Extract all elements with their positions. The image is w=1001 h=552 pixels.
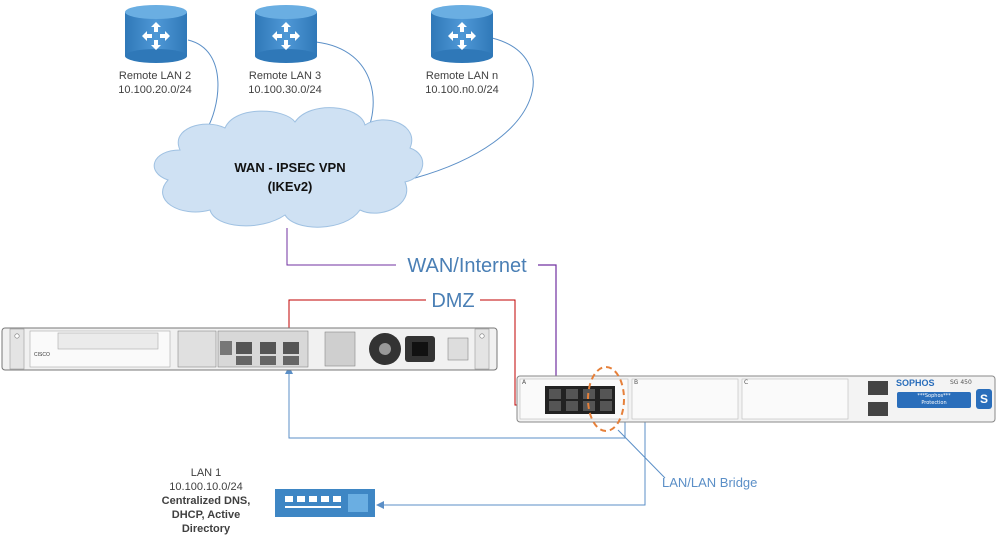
- sophos-display: ***Sophos***Protection: [917, 393, 951, 406]
- router-icon: [255, 5, 317, 63]
- link-remote-lan-n: [414, 37, 534, 179]
- sophos-slot-b: B: [634, 379, 639, 386]
- sophos-model: SG 450: [950, 379, 972, 386]
- cloud-label: WAN - IPSEC VPN(IKEv2): [234, 160, 346, 194]
- wan-internet-link-2: [538, 264, 561, 391]
- router-icon: [431, 5, 493, 63]
- dmz-link: [285, 299, 426, 346]
- sophos-brand: SOPHOS: [896, 378, 935, 388]
- switch-icon: [275, 489, 375, 517]
- cisco-router: [1, 327, 498, 371]
- sophos-slot-c: C: [744, 379, 749, 386]
- bridge-highlight: [587, 366, 625, 432]
- link-remote-lan-2: [187, 39, 219, 133]
- lan-bridge-label: LAN/LAN Bridge: [662, 475, 758, 490]
- cloud-icon: [153, 107, 424, 228]
- dmz-label: DMZ: [431, 290, 475, 312]
- sophos-slot-a: A: [522, 379, 527, 386]
- bridge-callout-line: [617, 429, 666, 479]
- sophos-badge: S: [979, 392, 988, 406]
- wan-internet-label: WAN/Internet: [407, 255, 527, 277]
- router-icon: [125, 5, 187, 63]
- wan-internet-link: [286, 228, 396, 266]
- cisco-brand: CISCO: [34, 352, 50, 358]
- sophos-firewall: [516, 375, 996, 423]
